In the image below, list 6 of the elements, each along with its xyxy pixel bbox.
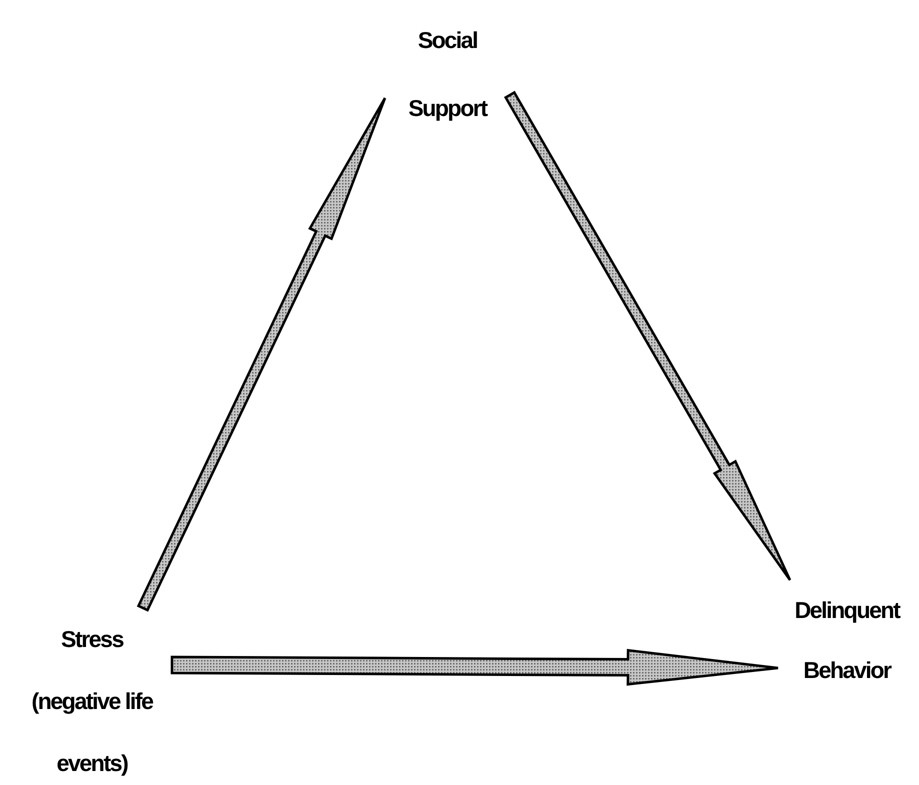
node-label: Stress (negative life events) [30, 625, 154, 778]
arrow [136, 96, 386, 612]
node-label: Social Support [407, 26, 488, 123]
node-label: Delinquent Behavior [794, 596, 901, 685]
arrow [504, 90, 792, 582]
arrow [170, 648, 780, 686]
